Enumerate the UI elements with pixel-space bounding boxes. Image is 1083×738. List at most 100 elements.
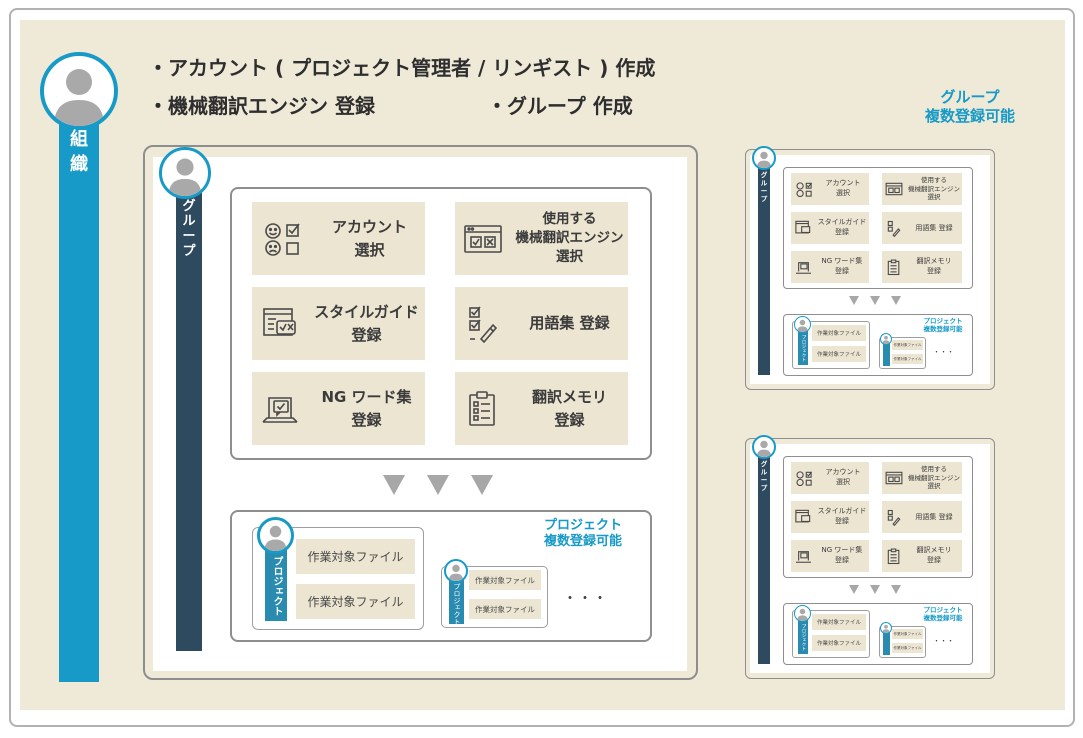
group-label-char: プ bbox=[182, 243, 196, 259]
task-text-line: 選択 bbox=[927, 193, 941, 202]
task-text-line: NG ワード集 bbox=[321, 388, 412, 406]
target-file: 作業対象ファイル bbox=[892, 340, 923, 350]
group-multi-line: 複数登録可能 bbox=[924, 106, 1015, 125]
group-label-char: ー bbox=[182, 228, 196, 244]
project-bar bbox=[883, 631, 890, 655]
more-ellipsis: ・・・ bbox=[563, 591, 608, 607]
target-file: 作業対象ファイル bbox=[296, 539, 415, 574]
task-text-line: NG ワード集 bbox=[821, 257, 863, 266]
organization-avatar-icon bbox=[40, 52, 118, 130]
group-label: グループ bbox=[758, 460, 770, 493]
task-text-line: 使用する bbox=[921, 465, 947, 474]
browser-checkbox-icon bbox=[882, 182, 906, 196]
task-glossary: 用語集 登録 bbox=[882, 212, 962, 244]
task-text-line: NG ワード集 bbox=[821, 546, 863, 555]
task-translation-memory: 翻訳メモリ登録 bbox=[455, 372, 628, 445]
group-label-char: ル bbox=[182, 213, 196, 229]
task-text-line: 用語集 登録 bbox=[915, 223, 953, 232]
task-text-line: アカウント bbox=[825, 179, 861, 188]
task-text-line: 機械翻訳エンジン bbox=[515, 230, 624, 247]
group-bar bbox=[758, 452, 770, 664]
down-arrow-icon bbox=[849, 296, 859, 305]
task-text-line: 選択 bbox=[556, 248, 583, 265]
project-avatar-icon bbox=[794, 605, 811, 622]
task-text-line: 登録 bbox=[554, 410, 585, 429]
task-text-line: 登録 bbox=[927, 556, 941, 564]
task-translation-memory: 翻訳メモリ登録 bbox=[882, 540, 962, 572]
project-multi-line: プロジェクト bbox=[923, 606, 963, 614]
project-multi-line: プロジェクト bbox=[543, 518, 622, 533]
down-arrow-icon bbox=[891, 585, 901, 594]
checklist-pen-icon bbox=[455, 305, 511, 343]
down-arrow-icon bbox=[870, 585, 880, 594]
task-text-line: 翻訳メモリ bbox=[916, 257, 952, 266]
task-text-line: 登録 bbox=[835, 556, 849, 564]
group-avatar-icon bbox=[159, 147, 211, 199]
task-ng-words: NG ワード集登録 bbox=[791, 540, 869, 572]
target-file: 作業対象ファイル bbox=[812, 614, 866, 630]
target-file: 作業対象ファイル bbox=[812, 635, 866, 651]
chat-laptop-icon bbox=[791, 260, 815, 275]
project-bar bbox=[798, 618, 808, 654]
task-account-select: アカウント選択 bbox=[791, 462, 869, 494]
task-text-line: 機械翻訳エンジン bbox=[908, 184, 960, 193]
group-label-char: ル bbox=[760, 468, 768, 477]
group-label-char: ー bbox=[760, 476, 768, 485]
task-text-line: 機械翻訳エンジン bbox=[908, 473, 960, 482]
project-multi-line: 複数登録可能 bbox=[923, 614, 963, 623]
project-avatar-icon bbox=[880, 333, 892, 345]
emoji-check-icon bbox=[252, 222, 314, 256]
task-mt-engine-select: 使用する機械翻訳エンジン選択 bbox=[882, 173, 962, 205]
project-avatar-icon bbox=[444, 559, 468, 583]
task-ng-words: NG ワード集登録 bbox=[791, 251, 869, 283]
task-text-line: 翻訳メモリ bbox=[916, 546, 952, 555]
project-multi-title: プロジェクト複数登録可能 bbox=[523, 518, 643, 551]
task-account-select: アカウント選択 bbox=[252, 202, 425, 275]
task-text-line: 登録 bbox=[835, 228, 849, 236]
project-multi-title: プロジェクト複数登録可能 bbox=[915, 606, 971, 622]
project-multi-line: プロジェクト bbox=[923, 317, 963, 325]
group-label-char: グ bbox=[182, 199, 196, 214]
style-guide-icon bbox=[791, 220, 815, 236]
chat-laptop-icon bbox=[791, 549, 815, 564]
task-style-guide: スタイルガイド登録 bbox=[791, 212, 869, 244]
task-text-line: アカウント bbox=[331, 218, 407, 236]
clipboard-list-icon bbox=[882, 259, 906, 276]
browser-checkbox-icon bbox=[455, 223, 511, 255]
organization-bar bbox=[59, 70, 99, 682]
task-text-line: 登録 bbox=[351, 410, 382, 429]
style-guide-icon bbox=[252, 306, 308, 342]
down-arrow-icon bbox=[849, 585, 859, 594]
task-text-line: アカウント bbox=[825, 468, 861, 477]
group-label-char: プ bbox=[760, 195, 768, 204]
task-text-line: スタイルガイド bbox=[817, 507, 867, 516]
project-bar bbox=[798, 329, 808, 365]
target-file: 作業対象ファイル bbox=[892, 629, 923, 639]
task-text-line: 使用する bbox=[542, 211, 597, 228]
group-label: グループ bbox=[758, 171, 770, 204]
group-multi-title: グループ複数登録可能 bbox=[895, 88, 1045, 126]
task-translation-memory: 翻訳メモリ登録 bbox=[882, 251, 962, 283]
down-arrow-icon bbox=[427, 475, 449, 495]
group-box-mini-1: グループ アカウント選択 使用する機械翻訳エンジン選択 スタイルガイド登録 用語… bbox=[745, 146, 995, 390]
task-text-line: 登録 bbox=[927, 267, 941, 275]
group-box-mini-2: グループ アカウント選択 使用する機械翻訳エンジン選択 スタイルガイド登録 用語… bbox=[745, 435, 995, 679]
project-multi-title: プロジェクト複数登録可能 bbox=[915, 317, 971, 333]
task-text-line: 選択 bbox=[927, 482, 941, 491]
task-mt-engine-select: 使用する機械翻訳エンジン選択 bbox=[455, 202, 628, 275]
emoji-check-icon bbox=[791, 181, 817, 197]
target-file: 作業対象ファイル bbox=[892, 643, 923, 653]
project-bar bbox=[265, 547, 287, 621]
group-label-char: グ bbox=[760, 460, 768, 468]
task-style-guide: スタイルガイド登録 bbox=[252, 287, 425, 360]
checklist-pen-icon bbox=[882, 220, 906, 237]
task-text-line: 登録 bbox=[835, 517, 849, 525]
target-file: 作業対象ファイル bbox=[892, 354, 923, 364]
project-multi-line: 複数登録可能 bbox=[543, 534, 622, 550]
task-account-select: アカウント選択 bbox=[791, 173, 869, 205]
task-text-line: 用語集 登録 bbox=[915, 512, 953, 521]
target-file: 作業対象ファイル bbox=[812, 325, 866, 341]
checklist-pen-icon bbox=[882, 509, 906, 526]
task-ng-words: NG ワード集登録 bbox=[252, 372, 425, 445]
style-guide-icon bbox=[791, 509, 815, 525]
